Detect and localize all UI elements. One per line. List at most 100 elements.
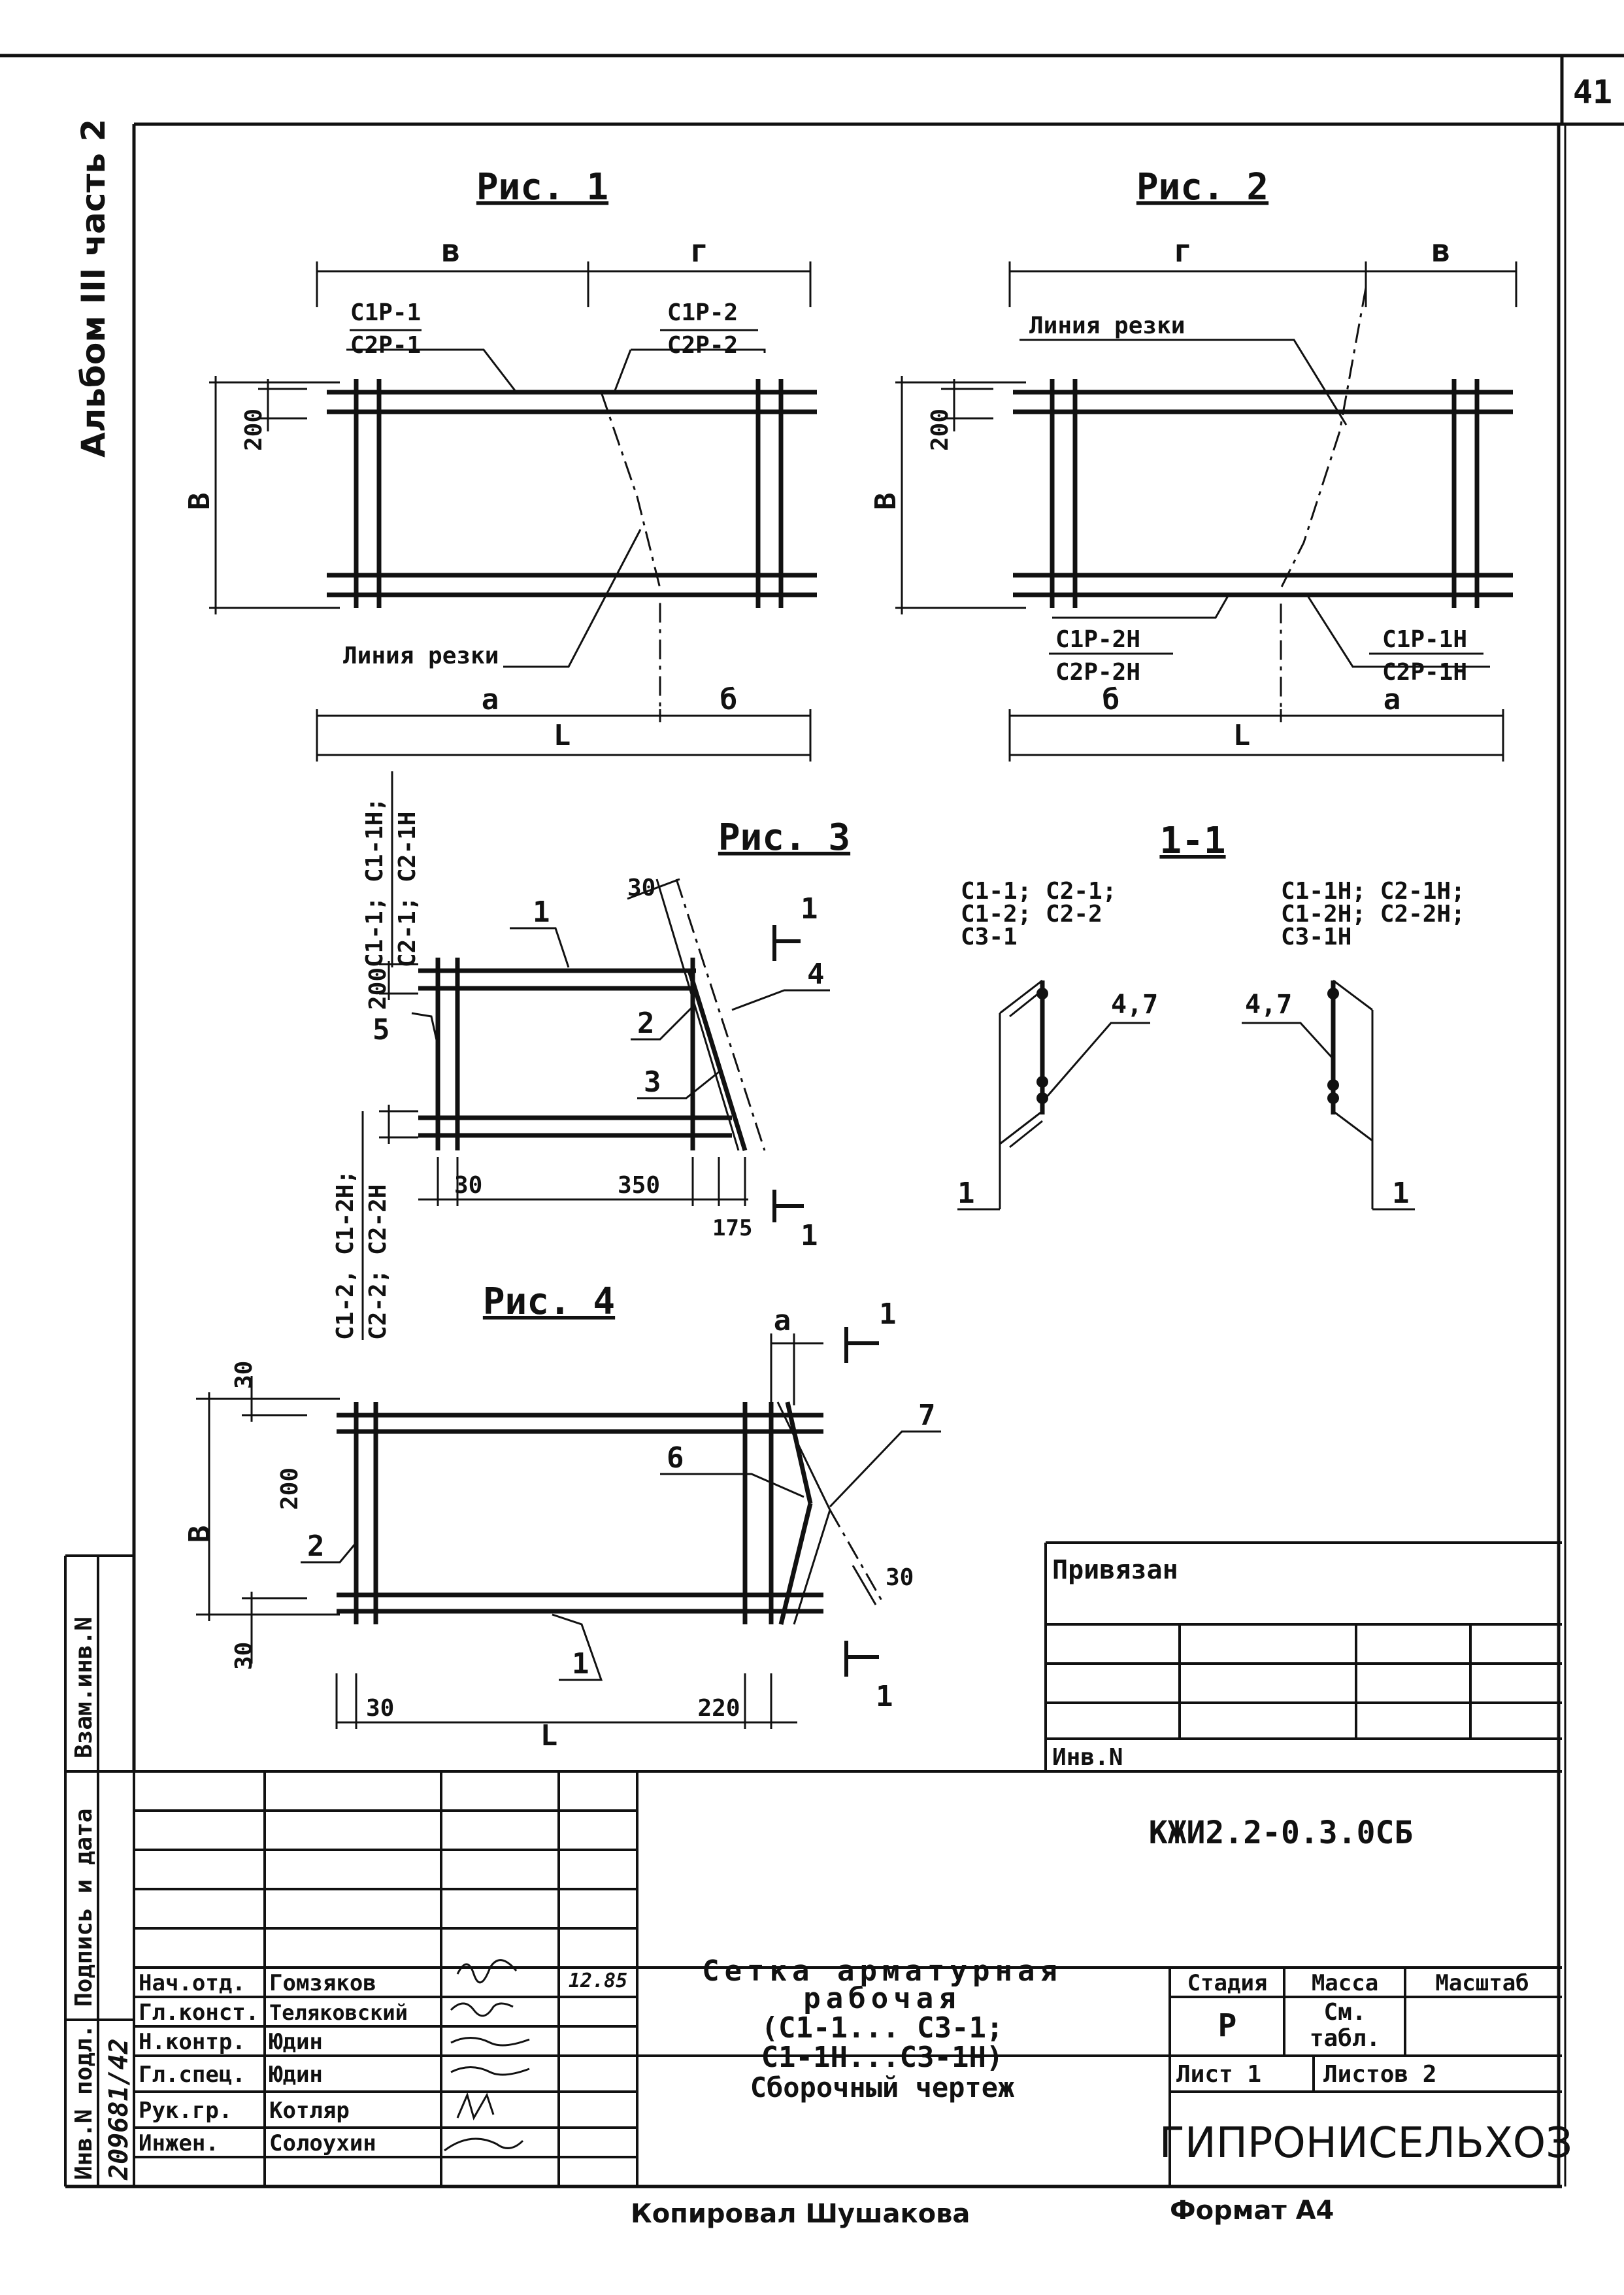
fig2-label-left-top: С1Р-2Н — [1055, 626, 1140, 653]
section-pos-1-right: 1 — [1392, 1177, 1410, 1210]
signatory-name: Юдин — [269, 2029, 323, 2055]
figure-1: Рис. 1 — [183, 166, 817, 762]
signatory-role: Инжен. — [139, 2130, 219, 2156]
section-right-label-3: С3-1Н — [1281, 924, 1351, 950]
fig1-dim-200: 200 — [240, 409, 267, 451]
fig3-side-top-2: С2-1; С2-1Н — [394, 812, 421, 967]
section-pos-1-left: 1 — [957, 1177, 975, 1210]
mass-value-2: табл. — [1310, 2025, 1380, 2052]
sheet-label: Лист 1 — [1176, 2061, 1261, 2088]
fig3-pos-5: 5 — [373, 1013, 390, 1047]
fig4-section-mark-top: 1 — [879, 1298, 897, 1331]
fig4-pos-6: 6 — [667, 1441, 684, 1475]
fig3-section-mark-top: 1 — [801, 892, 818, 926]
fig3-side-bottom-2: С2-2; С2-2Н — [365, 1184, 391, 1340]
section-1-1: 1-1 С1-1; С2-1; С1-2; С2-2 С3-1 С1-1Н; С… — [957, 820, 1465, 1211]
fig1-dim-L: L — [554, 719, 571, 752]
fig2-label-left-bottom: С2Р-2Н — [1055, 659, 1140, 686]
fig4-dim-30-right: 30 — [886, 1564, 914, 1591]
fig2-dim-b: б — [1102, 683, 1120, 716]
left-margin-strip — [64, 1554, 134, 2186]
fig4-section-mark-bottom: 1 — [876, 1680, 893, 1713]
signatory-name: Гомзяков — [269, 1970, 376, 1996]
figure-4: Рис. 4 — [183, 1281, 941, 1752]
fig1-dim-a: а — [482, 683, 499, 716]
fig4-dim-a: а — [774, 1304, 791, 1337]
section-left-label-2: С1-2; С2-2 — [961, 901, 1102, 928]
fig1-cut-line: Линия резки — [343, 643, 499, 669]
fig1-dim-top-right: г — [690, 233, 709, 269]
fig3-side-top-1: С1-1; С1-1Н; — [361, 797, 388, 967]
margin-vz-am-inv: Взам.инв.N — [71, 1617, 97, 1758]
doc-name-line5: Сборочный чертеж — [750, 2071, 1015, 2103]
signatory-name: Котляр — [269, 2098, 350, 2124]
mass-header: Масса — [1312, 1970, 1378, 1996]
handwritten-signatures — [444, 1959, 530, 2152]
section-right-label-1: С1-1Н; С2-1Н; — [1281, 878, 1465, 905]
fig3-title: Рис. 3 — [718, 816, 850, 859]
fig1-label-left-bottom: С2Р-1 — [350, 332, 421, 359]
margin-inv-podl: Инв.N подл. — [71, 2024, 97, 2180]
binding-title: Привязан — [1052, 1555, 1178, 1585]
fig2-dim-top-left: г — [1174, 233, 1193, 269]
document-code: КЖИ2.2-0.3.0СБ — [1149, 1815, 1414, 1851]
fig1-dim-top-left: в — [442, 233, 461, 269]
binding-box — [1044, 1541, 1562, 1771]
fig3-dim-175: 175 — [712, 1215, 752, 1241]
signatory-name: Юдин — [269, 2062, 323, 2088]
margin-inv-number: 209681/42 — [104, 2038, 134, 2181]
sign-date: 12.85 — [569, 1969, 627, 1992]
fig3-dim-200: 200 — [365, 967, 391, 1010]
fig3-pos-3: 3 — [644, 1065, 661, 1099]
fig2-dim-L: L — [1233, 719, 1251, 752]
fig4-pos-2: 2 — [307, 1530, 325, 1563]
fig4-dim-200: 200 — [276, 1467, 303, 1510]
fig2-label-right-bottom: С2Р-1Н — [1382, 659, 1467, 686]
section-pos-47-right: 4,7 — [1245, 990, 1292, 1020]
fig1-dim-height: В — [183, 493, 216, 511]
fig3-dim-350: 350 — [618, 1172, 660, 1199]
fig3-pos-4: 4 — [807, 958, 825, 991]
mass-value-1: См. — [1323, 1999, 1366, 2026]
doc-name-line4: С1-1Н...С3-1Н) — [761, 2041, 1004, 2074]
fig2-title: Рис. 2 — [1136, 166, 1268, 209]
doc-name-line2: рабочая — [803, 1982, 961, 2015]
binding-inv-label: Инв.N — [1052, 1744, 1123, 1771]
fig4-dim-220: 220 — [697, 1695, 740, 1722]
fig4-dim-30-left: 30 — [366, 1695, 394, 1722]
fig3-dim-30: 30 — [454, 1172, 482, 1199]
page-number: 41 — [1573, 73, 1612, 111]
section-left-label-3: С3-1 — [961, 924, 1018, 950]
figure-2: Рис. 2 — [869, 166, 1517, 762]
fig4-title: Рис. 4 — [483, 1281, 615, 1323]
section-left-label-1: С1-1; С2-1; — [961, 878, 1116, 905]
doc-name-line1: Сетка арматурная — [702, 1954, 1063, 1988]
fig1-title: Рис. 1 — [476, 166, 608, 209]
fig1-label-right-top: С1Р-2 — [667, 299, 738, 326]
signatory-role: Н.контр. — [139, 2029, 246, 2055]
fig3-pos-1: 1 — [533, 896, 550, 929]
fig4-pos-1: 1 — [572, 1647, 589, 1681]
doc-name-line3: (С1-1... С3-1; — [761, 2011, 1004, 2045]
fig1-label-left-top: С1Р-1 — [350, 299, 421, 326]
fig4-dim-30-bottom: 30 — [231, 1642, 257, 1670]
format-label: Формат А4 — [1170, 2196, 1334, 2226]
signatory-role: Гл.конст. — [139, 2000, 259, 2026]
fig2-dim-top-right: в — [1432, 233, 1451, 269]
sheets-label: Листов 2 — [1323, 2061, 1436, 2088]
fig1-label-right-bottom: С2Р-2 — [667, 332, 738, 359]
fig2-dim-200: 200 — [927, 409, 953, 451]
title-block-grid — [133, 1770, 1562, 2186]
organization-name: ГИПРОНИСЕЛЬХОЗ — [1159, 2119, 1572, 2168]
stage-value: Р — [1218, 2007, 1237, 2044]
margin-podpis-data: Подпись и дата — [71, 1809, 97, 2007]
fig3-section-mark-bottom: 1 — [801, 1219, 818, 1252]
fig4-dim-30-top: 30 — [231, 1361, 257, 1389]
fig4-dim-L: L — [540, 1719, 558, 1752]
signatory-name: Солоухин — [269, 2130, 376, 2156]
copied-by: Копировал Шушакова — [631, 2199, 970, 2229]
section-pos-47-left: 4,7 — [1111, 990, 1158, 1020]
fig4-dim-height: В — [183, 1526, 216, 1543]
signatory-role: Рук.гр. — [139, 2098, 232, 2124]
fig2-cut-line: Линия резки — [1029, 312, 1185, 339]
